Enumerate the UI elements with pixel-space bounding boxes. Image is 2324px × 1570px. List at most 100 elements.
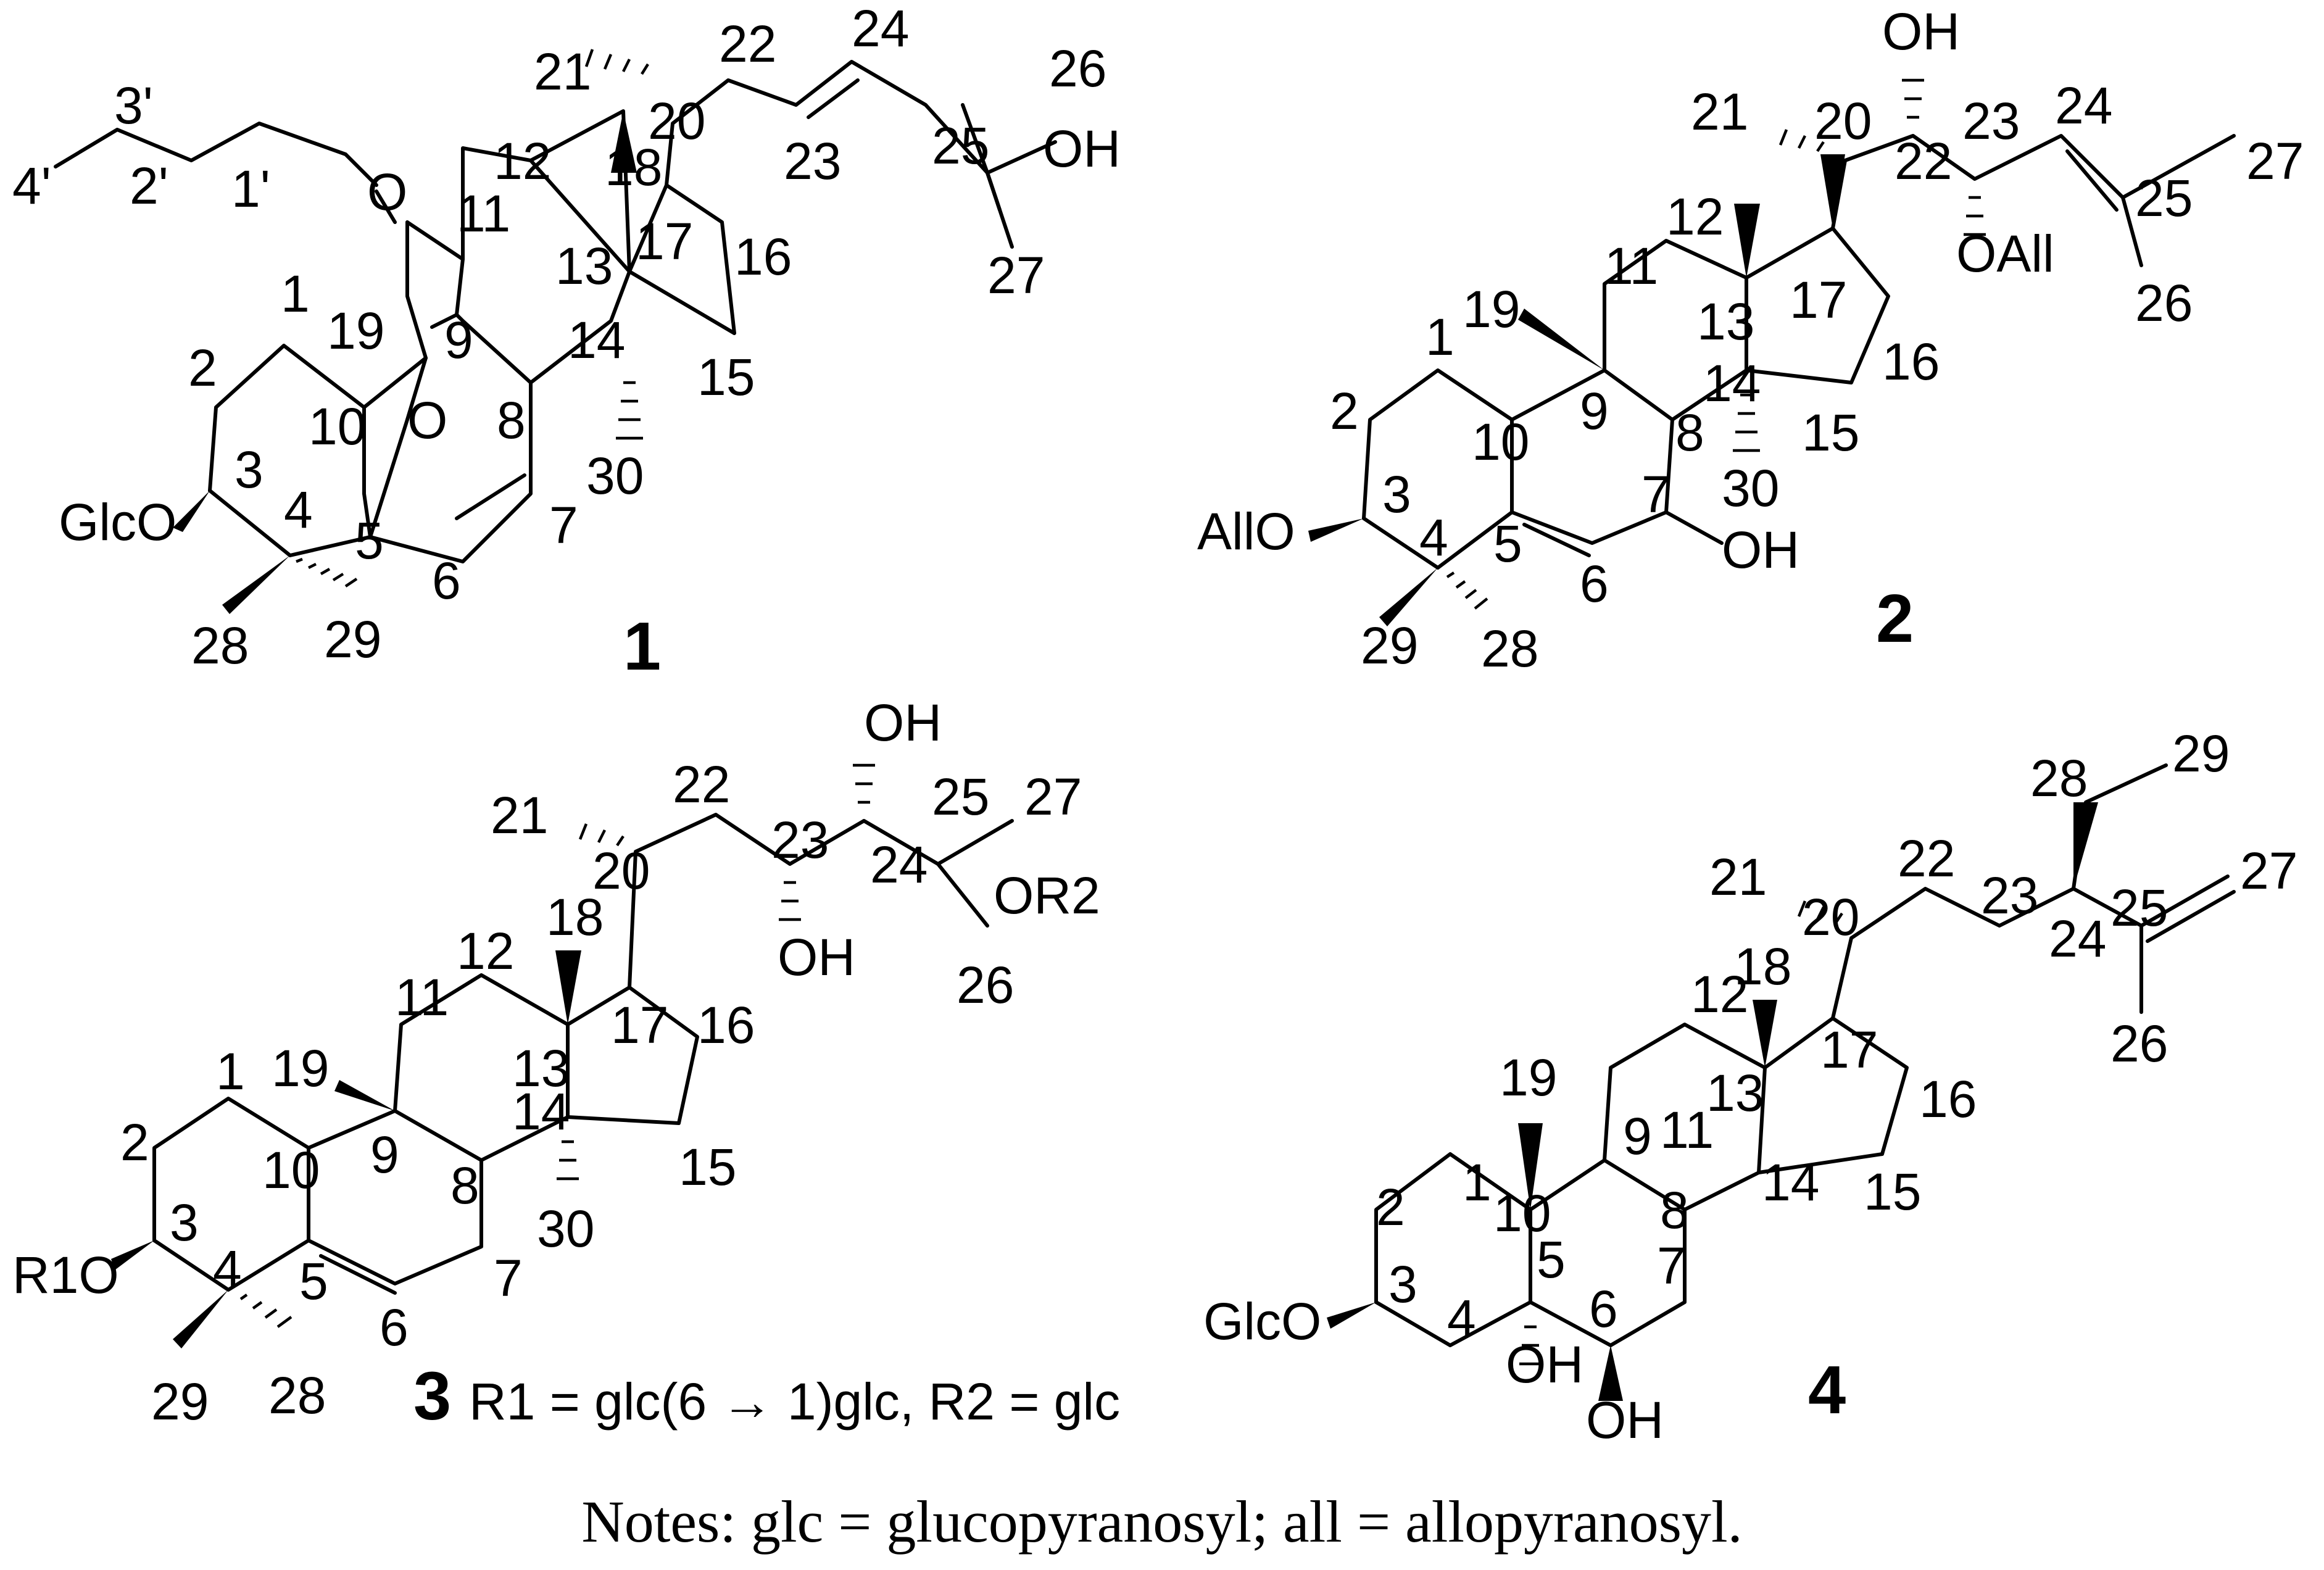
c2-label-27: 27 — [2246, 132, 2304, 190]
c3-label-18: 18 — [546, 888, 604, 946]
c4-label-13: 13 — [1706, 1064, 1764, 1122]
c4-label-5: 5 — [1537, 1231, 1566, 1289]
c1-label-2: 2 — [188, 339, 217, 397]
c1-label-29: 29 — [324, 610, 381, 668]
c1-label-4: 4 — [284, 481, 313, 539]
c2-label-14: 14 — [1703, 354, 1761, 412]
c4-label-12: 12 — [1691, 965, 1748, 1023]
c1-label-1prime: 1' — [231, 160, 270, 218]
c1-label-16: 16 — [734, 228, 792, 286]
c1-label-17: 17 — [636, 212, 693, 270]
c3-label-12: 12 — [457, 922, 514, 980]
compound-1-structure: 1 2 3 4 5 6 7 8 9 10 11 12 13 14 15 16 1… — [12, 0, 1121, 684]
compound-1-labels: 1 2 3 4 5 6 7 8 9 10 11 12 13 14 15 16 1… — [12, 0, 1121, 684]
c2-label-5: 5 — [1493, 515, 1522, 573]
c3-label-13: 13 — [512, 1039, 570, 1097]
c2-label-16: 16 — [1882, 333, 1940, 391]
c1-label-6: 6 — [432, 552, 461, 610]
compound-3-labels: 1 2 3 4 5 6 7 8 9 10 11 12 13 14 15 16 1… — [12, 694, 1120, 1434]
c4-label-15: 15 — [1864, 1163, 1921, 1221]
c4-label-11: 11 — [1660, 1101, 1714, 1159]
c4-c5-hydroxyl: OH — [1506, 1335, 1583, 1393]
figure-notes: Notes: glc = glucopyranosyl; all = allop… — [581, 1489, 1743, 1555]
c2-label-22: 22 — [1894, 132, 1952, 190]
c2-label-25: 25 — [2135, 169, 2193, 227]
c2-label-4: 4 — [1419, 509, 1448, 567]
c4-label-3: 3 — [1388, 1255, 1417, 1313]
c4-label-26: 26 — [2110, 1015, 2168, 1073]
c2-label-28: 28 — [1481, 620, 1538, 678]
compound-3-formula: R1 = glc(6 → 1)glc, R2 = glc — [469, 1373, 1120, 1431]
c3-label-5: 5 — [299, 1252, 328, 1310]
c4-label-6: 6 — [1589, 1280, 1618, 1338]
hash-3-c23 — [779, 881, 801, 921]
c1-label-19: 19 — [327, 302, 384, 360]
compound-4-structure: 1 2 3 4 5 6 7 8 9 10 11 12 13 14 15 16 1… — [1203, 725, 2297, 1449]
c2-label-3: 3 — [1382, 465, 1411, 523]
c2-label-23: 23 — [1962, 92, 2020, 150]
c3-label-10: 10 — [262, 1141, 320, 1199]
compound-2-stereo — [1308, 78, 1986, 626]
c2-oall-group: OAll — [1956, 225, 2054, 283]
hash-3-c14 — [557, 1140, 579, 1181]
c3-label-3: 3 — [170, 1194, 199, 1252]
c1-glco-group: GlcO — [59, 493, 176, 551]
c1-label-22: 22 — [719, 15, 776, 73]
c3-label-11: 11 — [395, 968, 449, 1026]
c4-label-19: 19 — [1500, 1049, 1557, 1107]
c1-label-26: 26 — [1049, 39, 1106, 98]
c3-label-7: 7 — [494, 1249, 523, 1307]
hash-3-c20 — [578, 823, 625, 847]
c1-label-18: 18 — [605, 138, 662, 196]
c4-label-1: 1 — [1463, 1153, 1492, 1211]
c2-label-19: 19 — [1463, 280, 1520, 338]
c1-ether-oxygen: O — [367, 163, 407, 221]
hash-4-c5 — [1519, 1325, 1542, 1366]
c1-label-14: 14 — [568, 311, 625, 369]
c4-label-29: 29 — [2172, 725, 2230, 783]
c1-label-25: 25 — [932, 117, 989, 175]
hash-4-c20 — [1797, 900, 1843, 924]
c2-c7-hydroxyl: OH — [1722, 521, 1799, 579]
c3-label-15: 15 — [679, 1138, 736, 1196]
c3-label-26: 26 — [957, 956, 1014, 1014]
c1-bridge-oxygen: O — [407, 391, 447, 449]
c3-label-2: 2 — [120, 1113, 149, 1171]
hash-3-c4 — [239, 1294, 293, 1328]
c1-label-15: 15 — [697, 348, 755, 406]
compound-1-bonds — [54, 60, 1057, 563]
c3-label-30: 30 — [537, 1200, 594, 1258]
c1-label-11: 11 — [457, 185, 510, 243]
c4-label-21: 21 — [1709, 848, 1767, 906]
c4-glco-group: GlcO — [1203, 1292, 1321, 1350]
c2-label-10: 10 — [1472, 413, 1529, 471]
c4-label-7: 7 — [1657, 1237, 1686, 1295]
c1-label-4prime: 4' — [12, 157, 51, 215]
c2-label-21: 21 — [1691, 83, 1748, 141]
c3-c23-hydroxyl: OH — [778, 928, 855, 986]
compound-2-structure: 1 2 3 4 5 6 7 8 9 10 11 12 13 14 15 16 1… — [1197, 2, 2304, 678]
c3-label-21: 21 — [491, 786, 548, 844]
c3-label-19: 19 — [272, 1039, 329, 1097]
c4-label-27: 27 — [2240, 842, 2297, 900]
hash-3-c24 — [853, 763, 875, 804]
c2-c22-hydroxyl: OH — [1882, 2, 1960, 60]
c3-r1o-group: R1O — [12, 1246, 119, 1304]
c1-label-23: 23 — [784, 132, 841, 190]
c3-label-6: 6 — [380, 1298, 409, 1356]
c3-label-28: 28 — [268, 1366, 326, 1424]
c4-label-24: 24 — [2049, 910, 2106, 968]
c4-label-16: 16 — [1919, 1070, 1977, 1128]
hash-1-c20 — [584, 49, 649, 75]
c4-c6-hydroxyl: OH — [1586, 1391, 1664, 1449]
c1-label-9: 9 — [444, 311, 473, 369]
compound-4-stereo — [1327, 802, 2098, 1401]
c3-label-29: 29 — [151, 1373, 209, 1431]
c2-allo-group: AllO — [1197, 502, 1295, 560]
c1-label-27: 27 — [987, 246, 1045, 304]
c1-label-10: 10 — [309, 397, 366, 455]
c1-label-20: 20 — [648, 92, 705, 150]
c2-label-15: 15 — [1802, 404, 1859, 462]
c3-label-22: 22 — [673, 755, 730, 813]
